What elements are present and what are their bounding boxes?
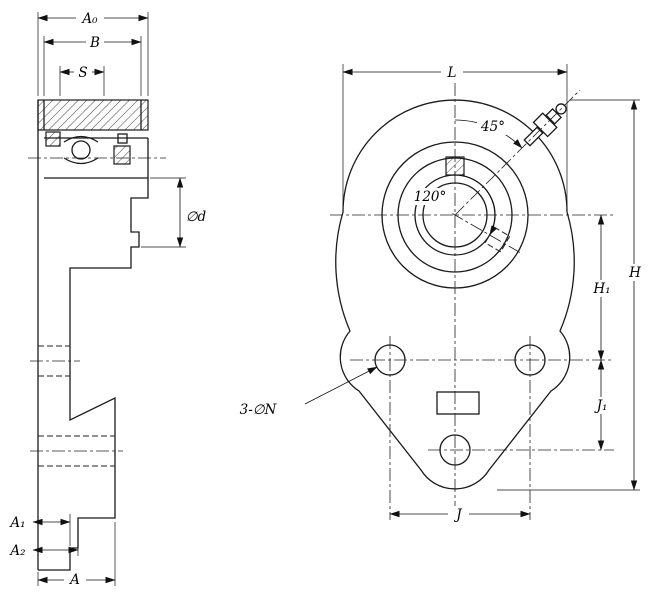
angle-45-label: 45° bbox=[480, 119, 505, 135]
bolt-holes-note-label: 3-∅N bbox=[240, 402, 278, 418]
dimension-d: ∅d bbox=[141, 177, 210, 248]
dimension-j: J bbox=[389, 506, 531, 523]
flange-outline bbox=[335, 99, 575, 490]
angle-120-annotation: 120° bbox=[409, 174, 498, 236]
dim-j1-label: J₁ bbox=[594, 398, 608, 414]
bearing-section bbox=[45, 131, 131, 165]
dim-a0-label: A₀ bbox=[80, 11, 98, 27]
front-view: 45° 120° L H H₁ J bbox=[240, 64, 646, 523]
centerlines-side bbox=[28, 157, 166, 452]
dim-a2-label: A₂ bbox=[8, 543, 25, 559]
centerlines-front bbox=[330, 83, 614, 520]
dim-a1-label: A₁ bbox=[8, 515, 25, 531]
dimension-a2: A₂ bbox=[8, 522, 79, 559]
dim-h1-label: H₁ bbox=[592, 281, 610, 297]
dim-l-label: L bbox=[447, 65, 457, 81]
hidden-hole-lines bbox=[38, 345, 115, 467]
dimension-a1: A₁ bbox=[8, 514, 71, 546]
bearing-ball bbox=[71, 140, 91, 160]
dim-d-label: ∅d bbox=[186, 209, 207, 225]
dimension-a: A bbox=[37, 522, 116, 588]
angle-120-label: 120° bbox=[414, 189, 447, 205]
dimension-h: H bbox=[497, 99, 646, 491]
dimension-a0: A₀ bbox=[37, 10, 149, 96]
dim-s-label: S bbox=[78, 65, 87, 81]
dimension-h1: H₁ bbox=[588, 214, 615, 361]
dim-h-label: H bbox=[628, 265, 641, 281]
dim-j-label: J bbox=[453, 507, 463, 523]
housing-section bbox=[37, 99, 149, 131]
dimension-s: S bbox=[59, 64, 105, 96]
dim-a-label: A bbox=[68, 572, 80, 588]
side-view: A₀ B S ∅d A₁ bbox=[8, 10, 210, 588]
cast-notch bbox=[436, 391, 480, 415]
bolt-holes-note: 3-∅N bbox=[240, 366, 378, 418]
angle-45-annotation: 45° bbox=[454, 118, 523, 149]
dimension-l: L bbox=[342, 64, 568, 206]
dimension-j1: J₁ bbox=[588, 359, 615, 451]
dimension-b: B bbox=[43, 34, 142, 96]
bracket-profile bbox=[37, 100, 149, 571]
dim-b-label: B bbox=[89, 35, 100, 51]
